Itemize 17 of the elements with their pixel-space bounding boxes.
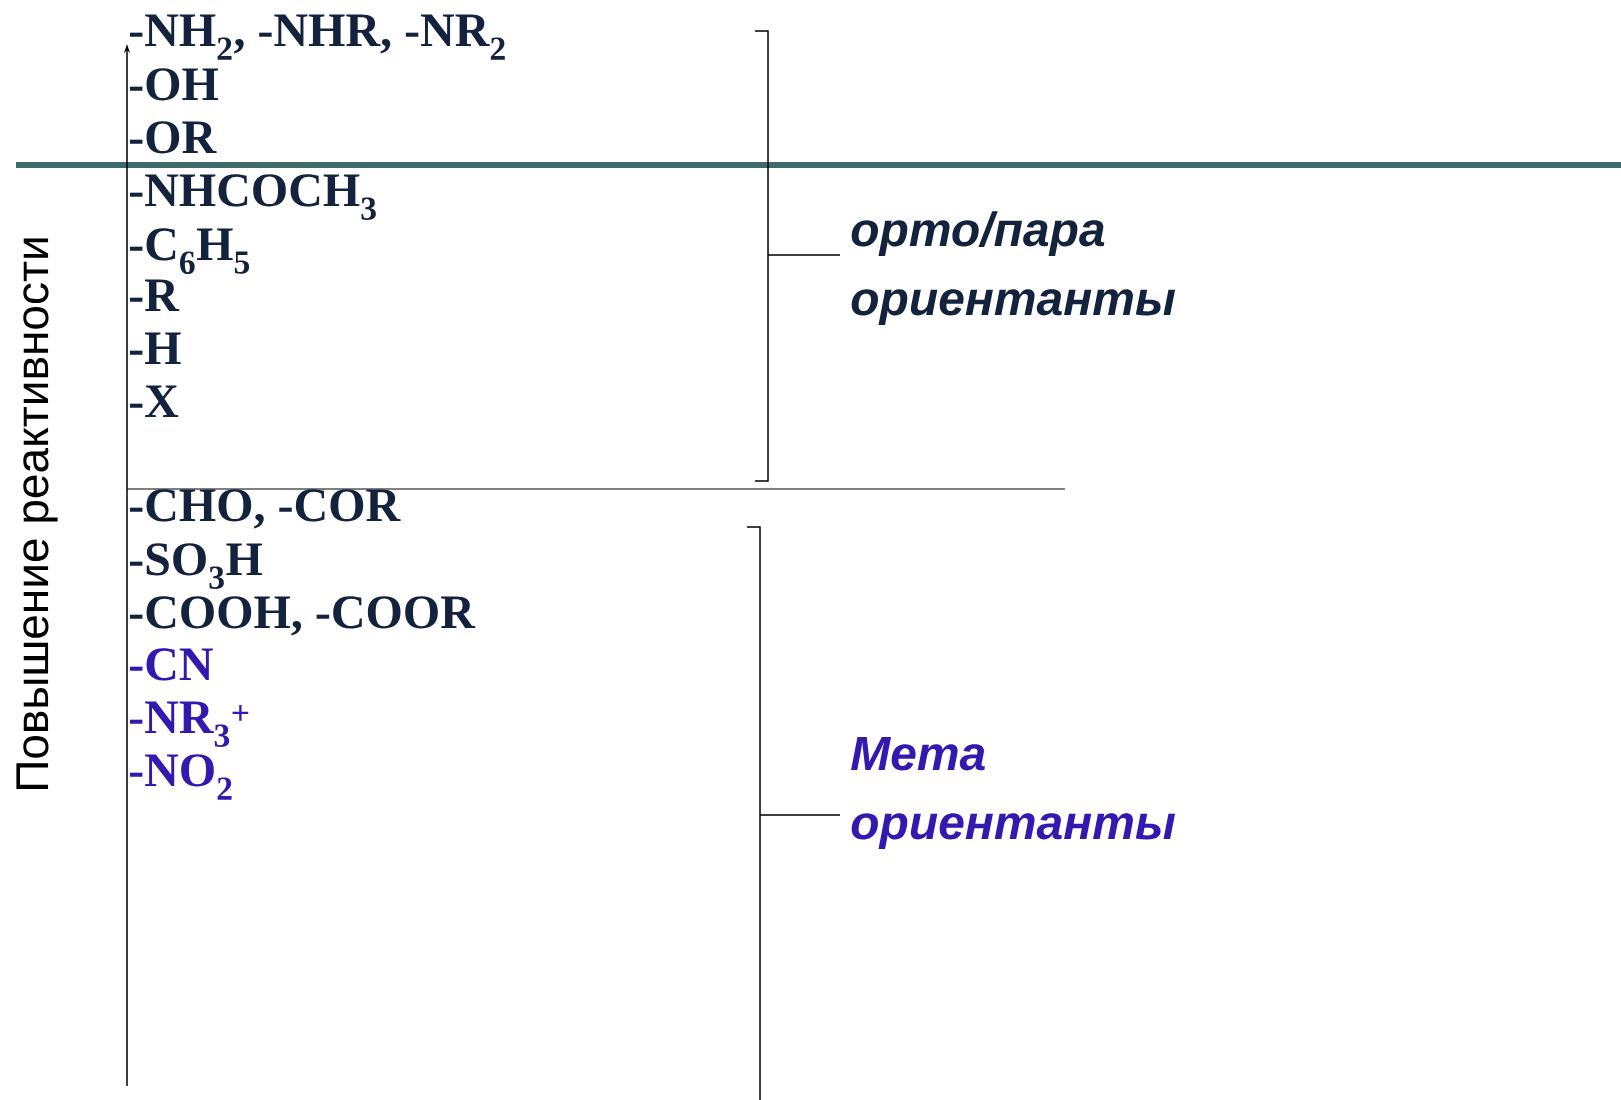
substituent-label: -COOH, -COOR [129, 596, 476, 636]
substituent-label: -C$_{6}$H$_{5}$ [129, 228, 250, 274]
group-label: орто/пара ориентанты [851, 211, 1176, 325]
substituent-label: -SO$_{3}$H [129, 543, 263, 589]
substituent-label: -NR$_{3}$+ [129, 701, 249, 747]
substituent-label: -X [129, 385, 179, 417]
substituent-label: -CN [129, 648, 213, 681]
substituent-label: -NHCOCH$_{3}$ [129, 174, 376, 220]
substituent-label: -NH$_{2}$, -NHR, -NR$_{2}$ [129, 14, 505, 60]
group-label: Мета ориентанты [851, 737, 1176, 849]
substituent-label: -R [129, 279, 180, 311]
substituent-label: -OR [129, 121, 217, 154]
substituent-label: -OH [129, 68, 219, 101]
substituent-label: -NO$_{2}$ [129, 754, 232, 800]
substituent-label: -H [129, 332, 181, 364]
axis-label: Повышение реактивности [16, 238, 58, 789]
substituent-label: -CHO, -COR [129, 489, 401, 529]
